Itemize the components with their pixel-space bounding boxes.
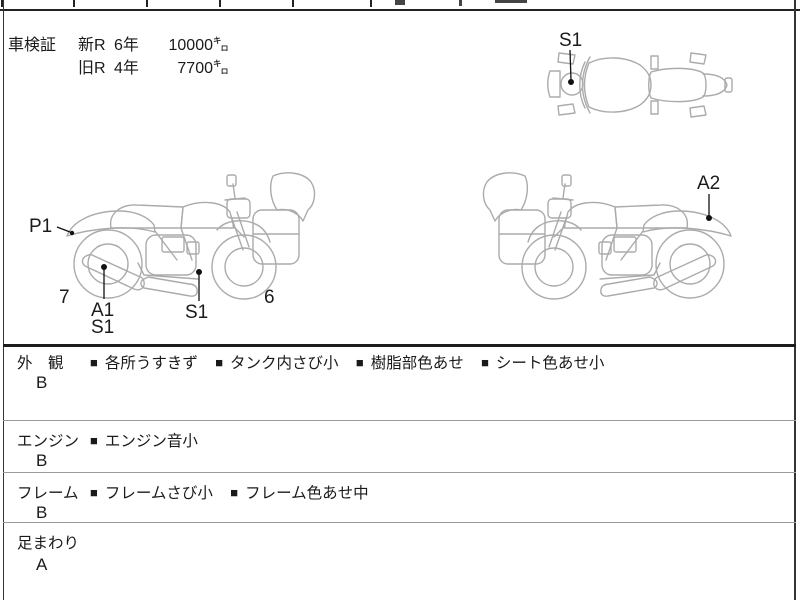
bullet-icon: ■: [355, 355, 364, 370]
section-divider-bold: [3, 344, 796, 347]
condition-note: ■ タンク内さび小: [215, 355, 338, 372]
cutoff-text-fragment: [459, 0, 462, 6]
label-front-wheel-6: 6: [264, 287, 275, 308]
registration-year: 4年: [114, 60, 139, 77]
section-divider: [3, 472, 796, 473]
registration-year: 6年: [114, 37, 139, 54]
table-divider: [146, 0, 148, 7]
registration-era: 旧R: [78, 60, 106, 77]
condition-note-text: タンク内さび小: [230, 355, 339, 372]
vehicle-inspection-label: 車検証: [8, 37, 57, 54]
bullet-icon: ■: [215, 355, 224, 370]
cutoff-text-fragment: [495, 0, 527, 3]
bullet-icon: ■: [90, 485, 98, 500]
bullet-icon: ■: [90, 355, 98, 370]
page-top-border: [0, 9, 800, 11]
label-a1-s1: S1: [91, 317, 115, 338]
label-p1: P1: [29, 216, 53, 237]
label-a1: A1: [91, 300, 115, 321]
section-grade: B: [36, 503, 48, 522]
cutoff-text-fragment: [395, 0, 405, 5]
bullet-icon: ■: [90, 433, 98, 448]
section-divider: [3, 420, 796, 421]
condition-note: ■ エンジン音小: [90, 433, 198, 450]
condition-note-text: 樹脂部色あせ: [370, 355, 464, 372]
section-name: フレーム: [17, 485, 79, 502]
page-left-border: [3, 0, 4, 600]
section-name: 足まわり: [17, 535, 80, 552]
section-grade: A: [36, 555, 48, 574]
condition-note: ■ フレームさび小: [90, 485, 213, 502]
condition-note-text: フレームさび小: [104, 485, 213, 502]
mileage-value: 10000㌔: [168, 37, 230, 54]
section-notes: ■ エンジン音小: [90, 429, 211, 451]
condition-note-text: エンジン音小: [104, 433, 198, 450]
condition-note: ■ フレーム色あせ中: [230, 485, 368, 502]
section-grade: B: [36, 451, 48, 470]
section-name: エンジン: [17, 433, 80, 450]
table-divider: [219, 0, 221, 7]
label-rear-wheel-7: 7: [59, 287, 70, 308]
table-divider: [73, 0, 75, 7]
section-notes: ■ フレームさび小 ■ フレーム色あせ中: [90, 481, 382, 503]
bullet-icon: ■: [230, 485, 239, 500]
registration-era: 新R: [78, 37, 106, 54]
table-divider: [370, 0, 372, 7]
motorcycle-left-side-diagram: [66, 172, 316, 300]
label-s1-mid: S1: [185, 302, 209, 323]
condition-note-text: シート色あせ小: [495, 355, 605, 372]
condition-note-text: 各所うすきず: [104, 355, 198, 372]
table-divider: [292, 0, 294, 7]
section-grade: B: [36, 373, 48, 392]
condition-note: ■ 各所うすきず: [90, 355, 198, 372]
section-notes: ■ 各所うすきず ■ タンク内さび小 ■ 樹脂部色あせ ■ シート色あせ小: [90, 351, 617, 373]
page-right-border: [794, 0, 796, 600]
condition-note: ■ シート色あせ小: [481, 355, 604, 372]
bullet-icon: ■: [481, 355, 489, 370]
condition-note: ■ 樹脂部色あせ: [356, 355, 464, 372]
label-s1-top-view: S1: [559, 30, 583, 51]
section-divider: [3, 522, 796, 523]
table-divider: [1, 0, 3, 7]
mileage-value: 7700㌔: [177, 60, 229, 77]
motorcycle-top-view-diagram: [547, 52, 733, 118]
condition-note-text: フレーム色あせ中: [245, 485, 369, 502]
section-name: 外 観: [17, 355, 64, 372]
label-a2: A2: [697, 173, 721, 194]
